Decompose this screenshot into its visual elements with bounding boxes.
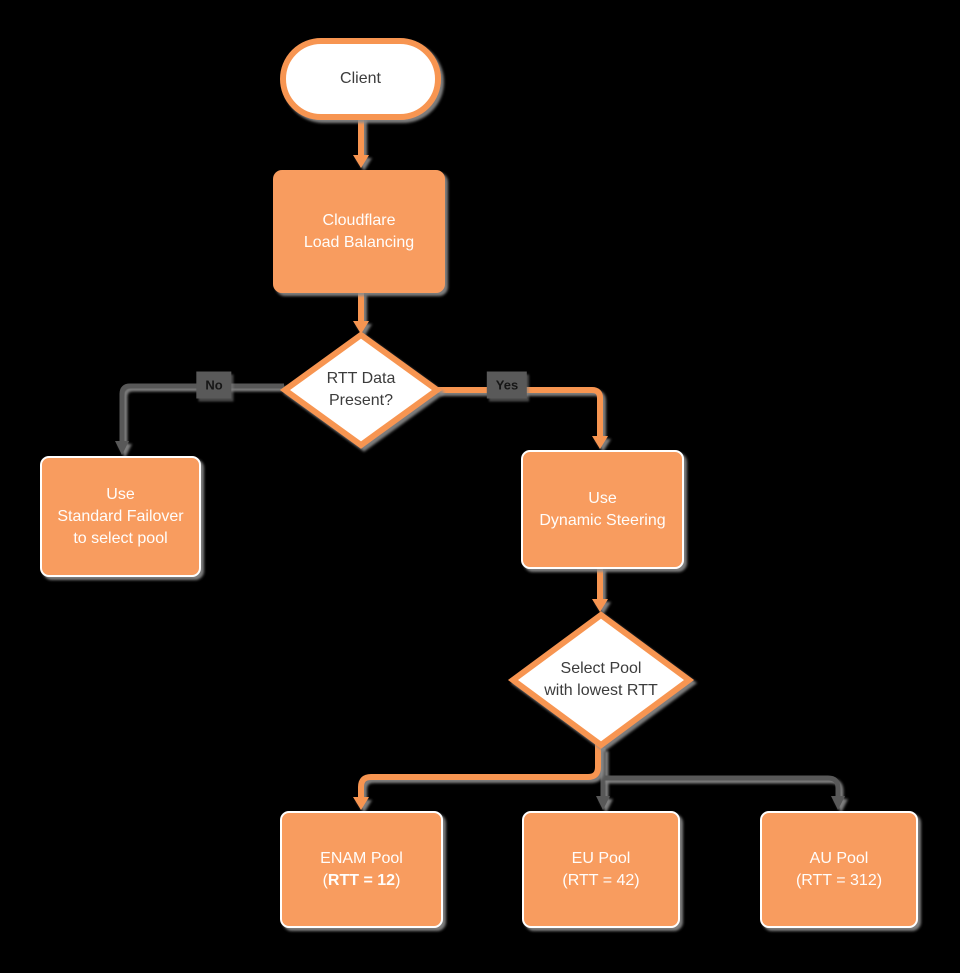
edge-label-no: No — [196, 371, 232, 399]
standard-failover-line3: to select pool — [73, 529, 168, 547]
client-label: Client — [340, 70, 381, 87]
rtt-decision-diamond — [279, 331, 443, 449]
edge-label-yes: Yes — [486, 371, 528, 399]
node-client: Client — [280, 38, 441, 120]
rtt-decision-line1: RTT Data — [326, 370, 396, 387]
arrowhead-eu-pool — [596, 796, 610, 810]
arrowhead-cloudflare-lb — [353, 155, 369, 168]
node-standard-failover: Use Standard Failover to select pool — [41, 457, 200, 576]
dynamic-steering-line2: Dynamic Steering — [539, 511, 666, 529]
connector-no-branch — [115, 383, 284, 455]
rtt-decision-line2: Present? — [328, 392, 394, 409]
eu-pool-shape — [522, 811, 680, 928]
dynamic-steering-shape — [521, 450, 684, 569]
node-cloudflare-load-balancing: Cloudflare Load Balancing — [273, 170, 445, 293]
node-eu-pool: EU Pool (RTT = 42) — [523, 812, 679, 927]
enam-pool-rtt-value: RTT = 12 — [327, 871, 396, 889]
eu-pool-rtt: (RTT = 42) — [562, 871, 640, 889]
arrowhead-select-pool — [592, 599, 608, 612]
standard-failover-shape — [40, 456, 201, 577]
cloudflare-lb-line1: Cloudflare — [322, 211, 396, 229]
connector-enam-branch — [353, 744, 601, 810]
node-enam-pool: ENAM Pool (RTT = 12) — [281, 812, 442, 927]
connector-lb-to-decision — [353, 292, 369, 334]
node-rtt-data-present: RTT Data Present? — [285, 335, 437, 445]
node-dynamic-steering: Use Dynamic Steering — [522, 451, 683, 568]
arrowhead-enam-pool — [353, 797, 369, 810]
standard-failover-line1: Use — [106, 485, 135, 503]
cloudflare-lb-line2: Load Balancing — [303, 233, 415, 251]
select-pool-line1: Select Pool — [560, 660, 642, 677]
enam-pool-title: ENAM Pool — [320, 849, 403, 867]
arrowhead-dynamic-steering — [592, 436, 608, 449]
enam-pool-rtt: (RTT = 12) — [322, 871, 401, 889]
connector-yes-branch — [437, 387, 608, 449]
arrowhead-rtt-decision — [353, 321, 369, 334]
connector-eu-branch — [596, 748, 610, 810]
connector-client-to-lb — [353, 116, 369, 168]
au-pool-shape — [760, 811, 918, 928]
node-select-pool: Select Pool with lowest RTT — [513, 615, 689, 745]
select-pool-diamond — [507, 611, 695, 749]
eu-pool-title: EU Pool — [571, 849, 631, 867]
dynamic-steering-line1: Use — [588, 489, 617, 507]
select-pool-line2: with lowest RTT — [544, 682, 658, 699]
connector-au-branch — [603, 775, 845, 810]
standard-failover-line2: Standard Failover — [57, 507, 184, 525]
au-pool-title: AU Pool — [809, 849, 869, 867]
enam-pool-shape — [280, 811, 443, 928]
cloudflare-lb-shape — [273, 170, 445, 293]
au-pool-rtt: (RTT = 312) — [795, 871, 883, 889]
node-au-pool: AU Pool (RTT = 312) — [761, 812, 917, 927]
arrowhead-au-pool — [831, 796, 845, 810]
arrowhead-standard-failover — [115, 441, 129, 455]
client-terminal-shape — [280, 38, 441, 120]
connector-steering-to-selectpool — [592, 567, 608, 612]
